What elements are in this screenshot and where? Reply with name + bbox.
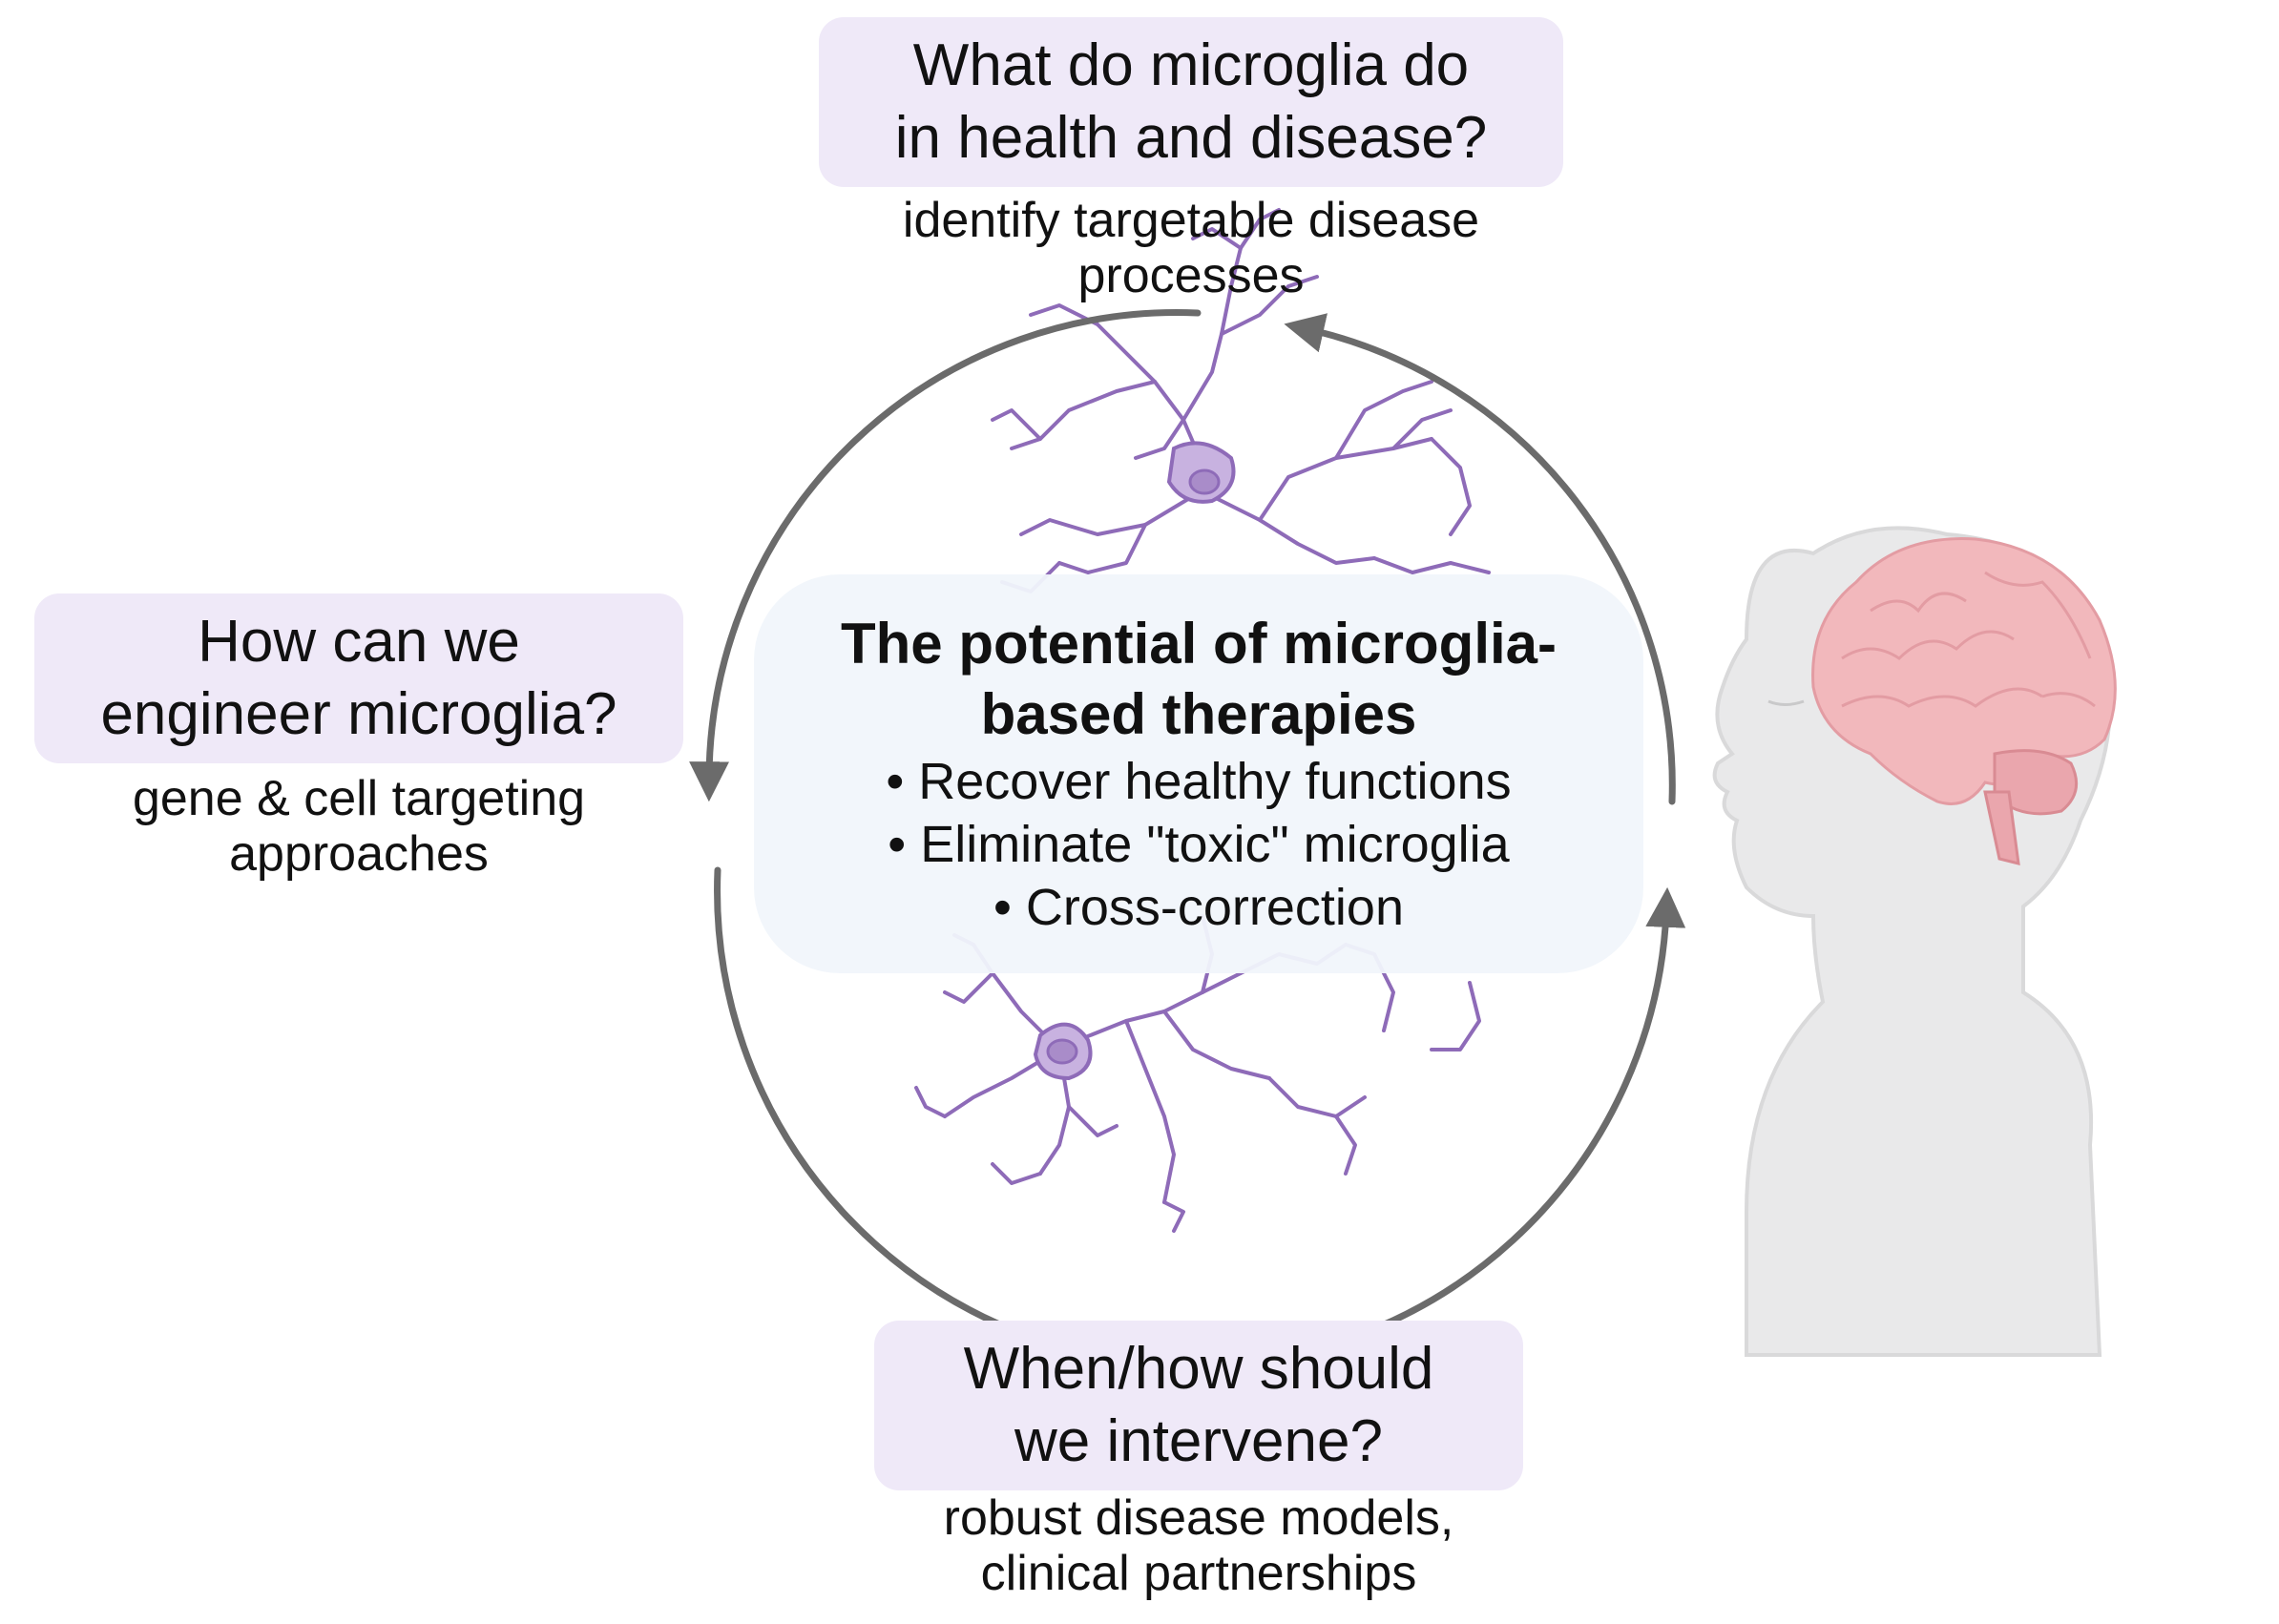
left-subtitle-line1: gene & cell targeting: [132, 771, 586, 826]
bottom-question-line2: we intervene?: [1014, 1408, 1383, 1474]
child-profile-with-brain-icon: [1712, 526, 2117, 1357]
bottom-subtitle: robust disease models, clinical partners…: [817, 1490, 1580, 1601]
bullet-cross-correction: • Cross-correction: [993, 879, 1404, 936]
top-question-box: What do microglia do in health and disea…: [819, 17, 1563, 187]
bottom-subtitle-line1: robust disease models,: [943, 1490, 1454, 1546]
center-title-line1: The potential of microglia-: [840, 612, 1558, 676]
bottom-question-box: When/how should we intervene?: [874, 1321, 1523, 1490]
top-question-line1: What do microglia do: [912, 32, 1470, 98]
center-title-line2: based therapies: [980, 682, 1417, 746]
left-subtitle-line2: approaches: [229, 826, 489, 882]
bottom-subtitle-line2: clinical partnerships: [980, 1546, 1417, 1601]
left-subtitle: gene & cell targeting approaches: [34, 771, 683, 882]
left-question-box: How can we engineer microglia?: [34, 593, 683, 763]
center-summary-box: The potential of microglia- based therap…: [754, 574, 1643, 973]
top-subtitle-line1: identify targetable disease: [902, 193, 1480, 248]
center-title: The potential of microglia- based therap…: [807, 609, 1590, 750]
bullet-recover: • Recover healthy functions: [886, 753, 1512, 810]
top-question-line2: in health and disease?: [894, 105, 1488, 171]
left-question-line2: engineer microglia?: [100, 681, 617, 747]
bullet-eliminate: • Eliminate "toxic" microglia: [888, 816, 1510, 873]
left-question-line1: How can we: [198, 609, 520, 675]
bottom-question-line1: When/how should: [963, 1336, 1434, 1402]
top-subtitle-line2: processes: [1077, 248, 1305, 303]
top-subtitle: identify targetable disease processes: [809, 193, 1573, 303]
